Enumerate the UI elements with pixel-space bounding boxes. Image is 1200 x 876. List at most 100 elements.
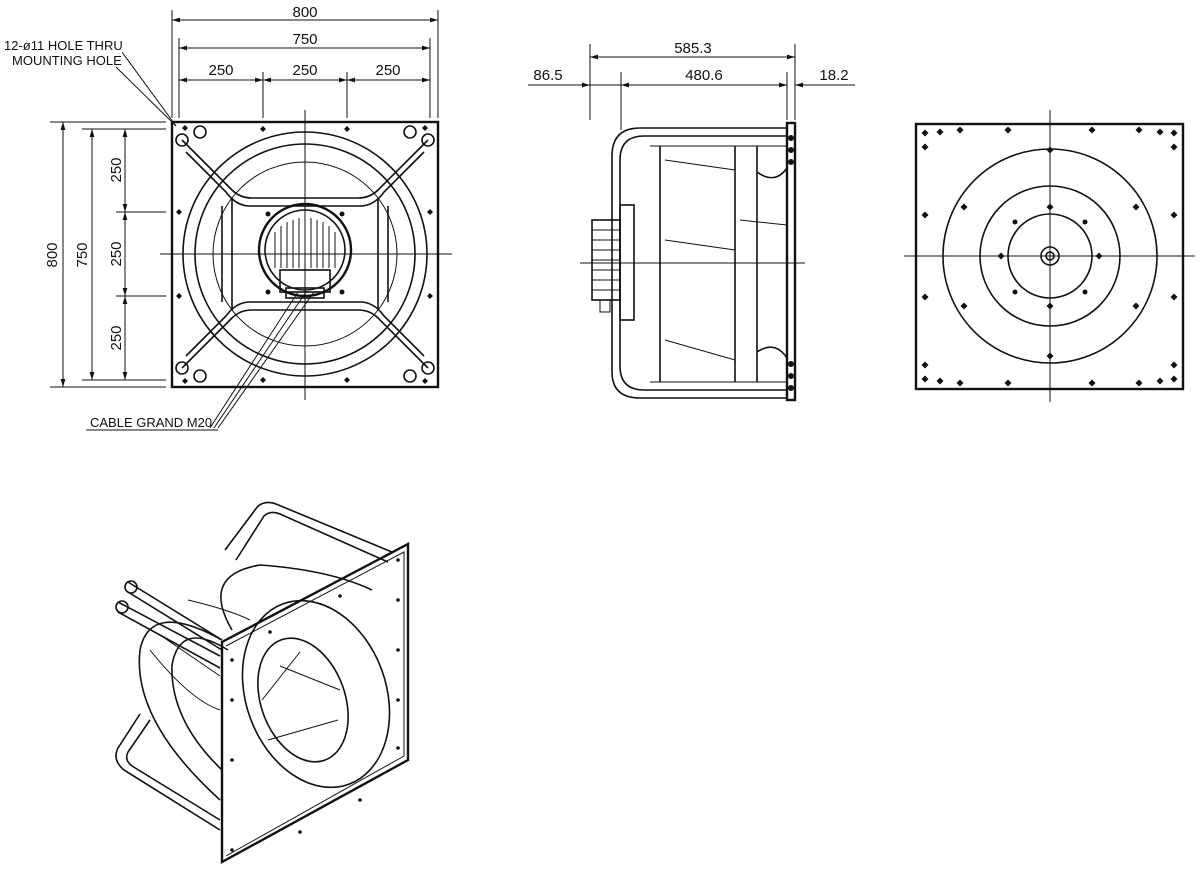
front-inlet-ring-inner (212, 161, 398, 347)
front-inlet-ring-mid (194, 143, 416, 365)
hub-bolt-icon (1012, 289, 1018, 295)
side-impeller (659, 146, 788, 382)
mounting-hole-icon (936, 377, 944, 385)
bolt-icon (788, 361, 794, 367)
plate-hole-icon (230, 658, 234, 662)
mounting-hole-icon (260, 377, 266, 383)
mounting-hole-icon (344, 377, 350, 383)
plate-hole-icon (396, 746, 400, 750)
front-mounting-holes (176, 125, 433, 384)
front-view: 800 750 250 250 250 800 (4, 4, 452, 431)
rear-mounting-holes (921, 126, 1178, 387)
hub-bolt-icon (265, 211, 271, 217)
dim-18-label: 18.2 (819, 67, 848, 84)
bolt-icon (788, 373, 794, 379)
mounting-hole-icon (1135, 126, 1143, 134)
mounting-hole-icon (1170, 143, 1178, 151)
mounting-hole-icon (936, 128, 944, 136)
mounting-hole-icon (956, 379, 964, 387)
dim-segments-top: 250 250 250 (179, 62, 430, 118)
iso-support-top (224, 501, 393, 553)
hole-note-line1: 12-ø11 HOLE THRU (4, 38, 123, 53)
dim-hole-pitch-width: 750 (178, 31, 431, 118)
mounting-hole-icon (427, 209, 433, 215)
mounting-hole-icon (921, 293, 929, 301)
hub-bolt-icon (339, 211, 345, 217)
side-support-bar-outer (611, 127, 787, 399)
mounting-hole-icon (182, 378, 188, 384)
front-support-frame (175, 125, 435, 383)
hole-note: 12-ø11 HOLE THRU MOUNTING HOLE (4, 38, 177, 127)
plate-hole-icon (396, 648, 400, 652)
mounting-hole-icon (1170, 211, 1178, 219)
dim-250-top-2: 250 (292, 62, 317, 79)
dim-750-vertical-label: 750 (74, 242, 91, 267)
mounting-hole-icon (1170, 361, 1178, 369)
bolt-icon (788, 135, 794, 141)
dim-800-label: 800 (292, 4, 317, 21)
side-mounting-plate (785, 121, 797, 402)
mounting-hole-icon (182, 125, 188, 131)
plate-hole-icon (230, 758, 234, 762)
dim-overall-height: 800 (44, 121, 166, 388)
iso-front-plate (220, 542, 410, 865)
dim-250-side-3: 250 (108, 325, 125, 350)
bolt-hole-icon (1095, 252, 1103, 260)
bolt-hole-icon (997, 252, 1005, 260)
iso-inlet-inner (257, 637, 349, 763)
bolt-icon (788, 159, 794, 165)
rear-shaft-outer (1040, 246, 1060, 266)
plate-hole-icon (338, 594, 342, 598)
mounting-hole-icon (1156, 128, 1164, 136)
hole-note-line2: MOUNTING HOLE (12, 53, 122, 68)
bolt-hole-icon (1046, 146, 1054, 154)
plate-hole-icon (396, 598, 400, 602)
hub-bolt-icon (1012, 219, 1018, 225)
mounting-hole-icon (921, 211, 929, 219)
cable-gland-label: CABLE GRAND M20 (90, 415, 212, 430)
dim-segments-side: 250 250 250 (108, 129, 166, 380)
rear-ring-inner (1007, 213, 1093, 299)
dim-480-label: 480.6 (685, 67, 723, 84)
mounting-hole-icon (921, 361, 929, 369)
iso-impeller-shroud (138, 621, 223, 801)
mounting-hole-icon (921, 143, 929, 151)
bolt-icon (788, 147, 794, 153)
rear-ring-mid (979, 185, 1121, 327)
bolt-icon (788, 385, 794, 391)
rear-view (904, 110, 1195, 402)
mounting-hole-icon (260, 126, 266, 132)
iso-support-bottom (115, 713, 221, 831)
side-plate-bolts (788, 135, 794, 391)
mounting-hole-icon (1004, 379, 1012, 387)
plate-hole-icon (230, 698, 234, 702)
plate-hole-icon (268, 630, 272, 634)
bolt-hole-icon (1046, 203, 1054, 211)
mounting-hole-icon (422, 125, 428, 131)
bolt-hole-icon (960, 302, 968, 310)
plate-hole-icon (396, 698, 400, 702)
mounting-hole-icon (427, 293, 433, 299)
iso-plate-holes (230, 558, 400, 852)
cable-gland-note: CABLE GRAND M20 (86, 291, 315, 431)
front-inlet-ring-outer (182, 131, 428, 377)
bolt-hole-icon (1046, 302, 1054, 310)
hub-bolt-icon (339, 289, 345, 295)
iso-inlet-outer (241, 599, 391, 789)
hub-bolt-icon (1082, 289, 1088, 295)
plate-hole-icon (358, 798, 362, 802)
isometric-view (115, 501, 410, 865)
dim-86-label: 86.5 (533, 67, 562, 84)
mounting-hole-icon (1170, 293, 1178, 301)
mounting-hole-icon (344, 126, 350, 132)
dim-585-label: 585.3 (674, 40, 712, 57)
mounting-hole-icon (1135, 379, 1143, 387)
dim-250-side-2: 250 (108, 241, 125, 266)
front-motor-hub (257, 202, 353, 299)
mounting-hole-icon (1170, 129, 1178, 137)
mounting-hole-icon (176, 209, 182, 215)
dim-800-vertical-label: 800 (44, 242, 61, 267)
dim-250-side-1: 250 (108, 157, 125, 182)
mounting-hole-icon (1088, 126, 1096, 134)
mounting-hole-icon (921, 375, 929, 383)
